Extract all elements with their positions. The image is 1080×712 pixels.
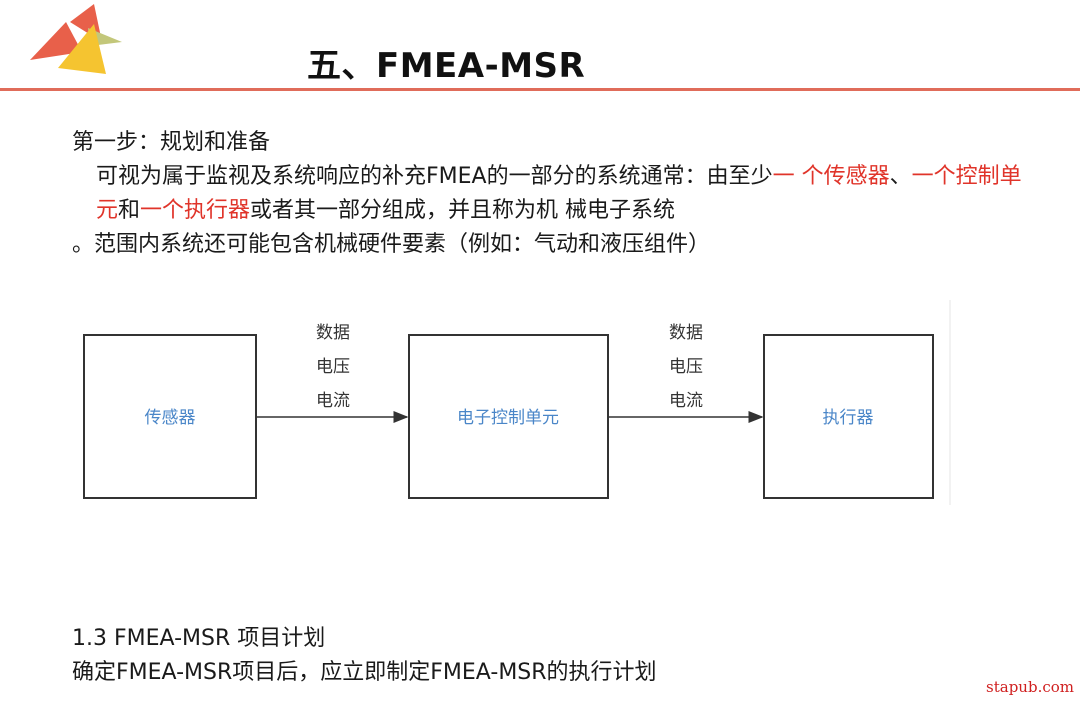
- slide-logo-icon: [30, 4, 122, 74]
- node-box-actuator: [763, 334, 934, 499]
- page-title: 五、FMEA-MSR: [307, 46, 586, 86]
- node-label-actuator: 执行器: [823, 408, 874, 428]
- separator: 、: [889, 164, 912, 189]
- title-divider: [0, 88, 1080, 91]
- edge-label-data: 数据: [669, 323, 703, 343]
- edge-label-data: 数据: [316, 323, 350, 343]
- node-label-ecu: 电子控制单元: [457, 408, 559, 428]
- node-box-sensor: [83, 334, 257, 499]
- body-text: 第一步：规划和准备 可视为属于监视及系统响应的补充FMEA的一部分的系统通常：由…: [72, 126, 1032, 262]
- step-paragraph-continued: 。范围内系统还可能包含机械硬件要素（例如：气动和液压组件）: [72, 232, 711, 257]
- step-paragraph: 可视为属于监视及系统响应的补充FMEA的一部分的系统通常：由至少一 个传感器、一…: [72, 160, 1032, 228]
- watermark: stapub.com: [986, 678, 1074, 696]
- edge-label-voltage: 电压: [316, 357, 350, 377]
- mechatronic-system-diagram: 传感器 电子控制单元 执行器 数据 电压 电流 数据 电压 电流: [83, 300, 951, 505]
- highlight-control-unit: 一个控制单元: [96, 164, 1022, 223]
- step-heading: 第一步：规划和准备: [72, 130, 271, 155]
- node-box-ecu: [408, 334, 609, 499]
- paragraph-text: 或者其一部分组成，并且称为机 械电子系统: [250, 198, 676, 223]
- edge-label-voltage: 电压: [669, 357, 703, 377]
- edge-label-current: 电流: [669, 391, 703, 411]
- paragraph-text: 可视为属于监视及系统响应的补充FMEA的一部分的系统通常：由至少: [96, 164, 773, 189]
- section-heading: 1.3 FMEA-MSR 项目计划: [72, 626, 326, 651]
- project-plan-section: 1.3 FMEA-MSR 项目计划 确定FMEA-MSR项目后，应立即制定FME…: [72, 622, 972, 690]
- node-label-sensor: 传感器: [145, 408, 196, 428]
- highlight-actuator: 一个执行器: [140, 198, 251, 223]
- highlight-sensor: 一 个传感器: [772, 164, 890, 189]
- section-text: 确定FMEA-MSR项目后，应立即制定FMEA-MSR的执行计划: [72, 660, 657, 685]
- edge-label-current: 电流: [316, 391, 350, 411]
- separator: 和: [118, 198, 141, 223]
